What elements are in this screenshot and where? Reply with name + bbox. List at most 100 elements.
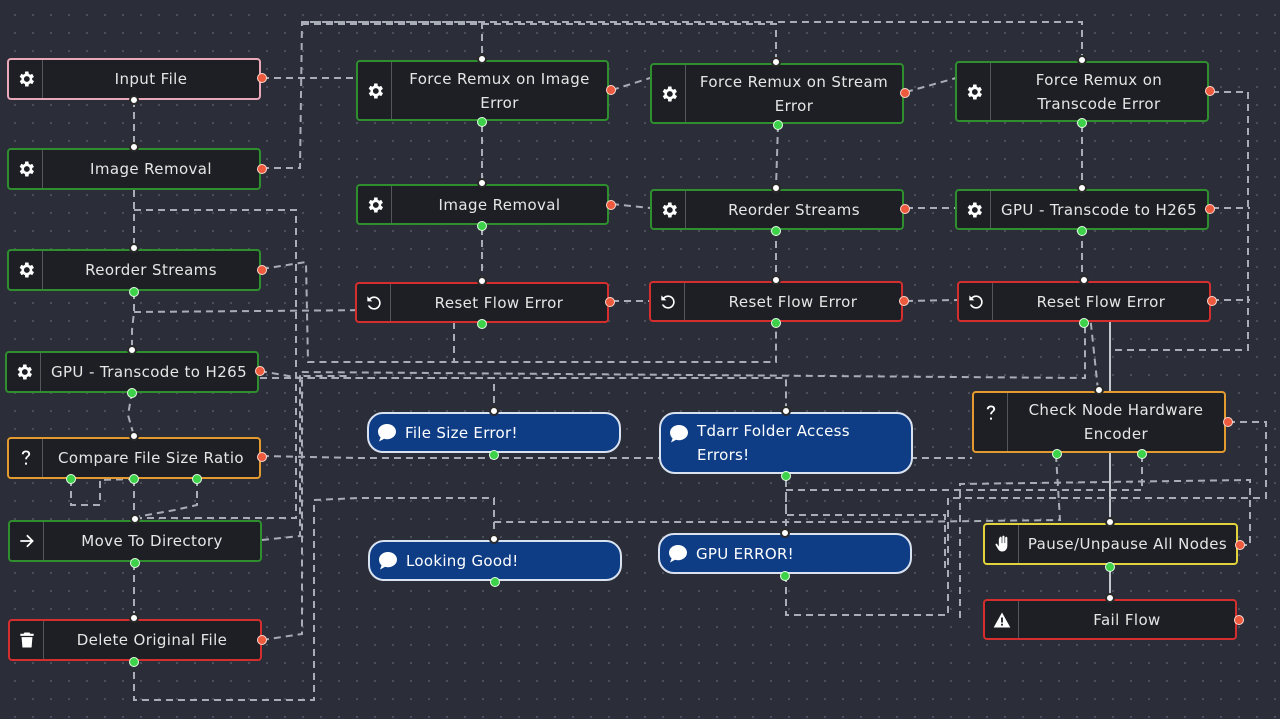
edge <box>70 478 135 506</box>
output-port[interactable] <box>773 120 783 130</box>
error-output-port[interactable] <box>605 297 615 307</box>
node-move-to-directory[interactable]: Move To Directory <box>8 520 262 562</box>
error-output-port[interactable] <box>900 88 910 98</box>
node-delete-original[interactable]: Delete Original File <box>8 619 262 661</box>
output-port[interactable] <box>477 117 487 127</box>
message-label: File Size Error! <box>405 423 518 442</box>
input-port[interactable] <box>771 275 781 285</box>
output-port[interactable] <box>477 319 487 329</box>
input-port[interactable] <box>781 406 791 416</box>
node-reorder-streams-left[interactable]: Reorder Streams <box>7 249 261 291</box>
input-port[interactable] <box>477 276 487 286</box>
input-port[interactable] <box>477 54 487 64</box>
input-port[interactable] <box>1094 385 1104 395</box>
node-label: Compare File Size Ratio <box>58 449 244 467</box>
error-output-port[interactable] <box>1205 204 1215 214</box>
output-port[interactable] <box>1137 449 1147 459</box>
output-port[interactable] <box>66 474 76 484</box>
gear-icon <box>358 62 392 119</box>
node-input-file[interactable]: Input File <box>7 58 261 100</box>
node-label: Check Node Hardware Encoder <box>1028 401 1204 443</box>
input-port[interactable] <box>130 514 140 524</box>
error-output-port[interactable] <box>1223 417 1233 427</box>
error-output-port[interactable] <box>257 73 267 83</box>
node-force-remux-stream[interactable]: Force Remux on Stream Error <box>650 63 904 124</box>
node-reset-flow-error-2[interactable]: Reset Flow Error <box>649 281 903 322</box>
input-port[interactable] <box>489 406 499 416</box>
output-port[interactable] <box>130 558 140 568</box>
error-output-port[interactable] <box>899 296 909 306</box>
input-port[interactable] <box>771 183 781 193</box>
output-port[interactable] <box>129 287 139 297</box>
input-port[interactable] <box>1105 593 1115 603</box>
input-port[interactable] <box>1105 517 1115 527</box>
node-image-removal-left[interactable]: Image Removal <box>7 148 261 190</box>
message-file-size-error[interactable]: File Size Error! <box>367 412 621 453</box>
error-output-port[interactable] <box>606 200 616 210</box>
input-port[interactable] <box>129 431 139 441</box>
input-port[interactable] <box>477 178 487 188</box>
error-output-port[interactable] <box>257 635 267 645</box>
message-tdarr-folder-access[interactable]: Tdarr Folder Access Errors! <box>659 412 913 474</box>
node-label: Reset Flow Error <box>728 292 858 311</box>
node-gpu-transcode-left[interactable]: GPU - Transcode to H265 <box>5 351 259 393</box>
input-port[interactable] <box>1079 275 1089 285</box>
error-output-port[interactable] <box>257 265 267 275</box>
input-port[interactable] <box>129 142 139 152</box>
input-port[interactable] <box>1077 55 1087 65</box>
output-port[interactable] <box>1077 118 1087 128</box>
node-image-removal-mid[interactable]: Image Removal <box>356 184 609 225</box>
node-pause-unpause[interactable]: Pause/Unpause All Nodes <box>983 523 1238 565</box>
node-force-remux-image[interactable]: Force Remux on Image Error <box>356 60 609 121</box>
output-port[interactable] <box>1052 449 1062 459</box>
node-label: Reorder Streams <box>728 200 860 219</box>
output-port[interactable] <box>781 471 791 481</box>
output-port[interactable] <box>477 221 487 231</box>
error-output-port[interactable] <box>1235 540 1245 550</box>
node-force-remux-transcode[interactable]: Force Remux on Transcode Error <box>955 61 1209 122</box>
edge <box>131 292 135 350</box>
gear-icon <box>9 150 43 188</box>
output-port[interactable] <box>129 657 139 667</box>
error-output-port[interactable] <box>900 204 910 214</box>
output-port[interactable] <box>129 474 139 484</box>
node-reorder-streams-mid[interactable]: Reorder Streams <box>650 189 904 230</box>
input-port[interactable] <box>127 345 137 355</box>
node-gpu-transcode-right[interactable]: GPU - Transcode to H265 <box>955 189 1209 230</box>
node-compare-file-size[interactable]: Compare File Size Ratio <box>7 437 261 479</box>
input-port[interactable] <box>129 243 139 253</box>
error-output-port[interactable] <box>1234 615 1244 625</box>
output-port[interactable] <box>1077 226 1087 236</box>
input-port[interactable] <box>1077 183 1087 193</box>
output-port[interactable] <box>1105 562 1115 572</box>
node-reset-flow-error-3[interactable]: Reset Flow Error <box>957 281 1211 322</box>
output-port[interactable] <box>771 226 781 236</box>
output-port[interactable] <box>127 388 137 398</box>
input-port[interactable] <box>129 95 139 105</box>
error-output-port[interactable] <box>606 85 616 95</box>
output-port[interactable] <box>780 571 790 581</box>
output-port[interactable] <box>192 474 202 484</box>
error-output-port[interactable] <box>1205 86 1215 96</box>
speech-bubble-icon <box>375 421 399 445</box>
message-looking-good[interactable]: Looking Good! <box>368 540 622 581</box>
reset-icon <box>651 283 685 320</box>
output-port[interactable] <box>490 577 500 587</box>
edge <box>135 479 198 518</box>
output-port[interactable] <box>1079 318 1089 328</box>
error-output-port[interactable] <box>257 164 267 174</box>
error-output-port[interactable] <box>257 452 267 462</box>
input-port[interactable] <box>771 57 781 67</box>
error-output-port[interactable] <box>255 366 265 376</box>
input-port[interactable] <box>489 534 499 544</box>
output-port[interactable] <box>489 450 499 460</box>
node-check-node-hw[interactable]: Check Node Hardware Encoder <box>972 391 1226 453</box>
input-port[interactable] <box>780 528 790 538</box>
message-gpu-error[interactable]: GPU ERROR! <box>658 533 912 574</box>
node-reset-flow-error-1[interactable]: Reset Flow Error <box>355 282 609 323</box>
node-label: Delete Original File <box>76 631 228 649</box>
node-fail-flow[interactable]: Fail Flow <box>983 599 1237 640</box>
input-port[interactable] <box>129 613 139 623</box>
output-port[interactable] <box>771 318 781 328</box>
error-output-port[interactable] <box>1207 296 1217 306</box>
